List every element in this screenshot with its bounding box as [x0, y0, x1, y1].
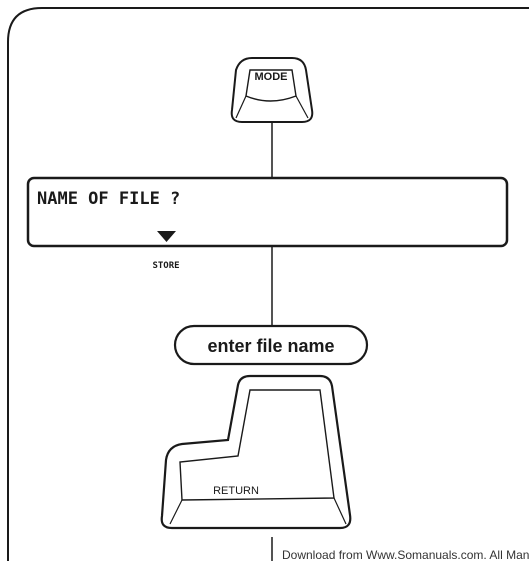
step-pill-outline [173, 324, 369, 366]
mode-key-label: MODE [255, 71, 288, 83]
mode-key-face [245, 69, 297, 102]
mode-key-cap [230, 57, 314, 123]
step-pill: enter file name [173, 324, 369, 366]
return-key-cap [160, 374, 352, 530]
mode-key[interactable]: MODE [230, 57, 314, 123]
footer-watermark: Download from Www.Somanuals.com. All Man… [282, 548, 529, 561]
display-frame [26, 176, 509, 248]
outer-frame [7, 7, 529, 561]
display-text: NAME OF FILE ? [37, 189, 180, 209]
store-indicator-label: STORE [152, 261, 179, 271]
display-panel: NAME OF FILE ? STORE [26, 176, 509, 271]
step-label: enter file name [207, 336, 334, 356]
return-key-label: RETURN [213, 485, 259, 497]
return-key[interactable]: RETURN [160, 374, 352, 530]
store-indicator-icon [157, 231, 176, 242]
